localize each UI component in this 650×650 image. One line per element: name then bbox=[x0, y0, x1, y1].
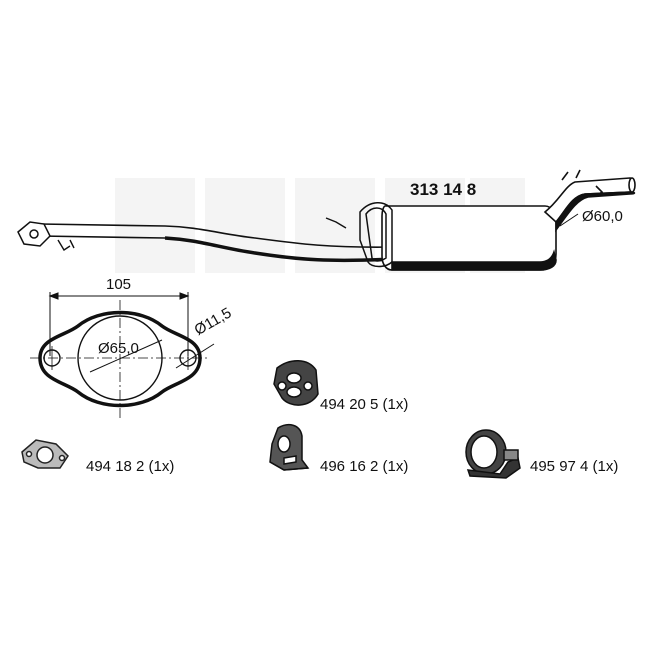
accessory-label-gasket: 494 18 2 (1x) bbox=[86, 458, 175, 475]
gasket-icon bbox=[21, 439, 69, 469]
pipe-diameter-label: Ø60,0 bbox=[582, 208, 623, 225]
main-part-number: 313 14 8 bbox=[410, 180, 477, 199]
accessory-label-rubber-hanger: 494 20 5 (1x) bbox=[320, 396, 409, 413]
front-flange bbox=[17, 221, 51, 247]
rubber-hanger-icon bbox=[273, 360, 319, 406]
pipe-clamp-icon bbox=[465, 429, 521, 479]
accessory-label-pipe-clamp: 495 97 4 (1x) bbox=[530, 458, 619, 475]
flange-width-label: 105 bbox=[106, 276, 132, 293]
flange-bore-label: Ø65,0 bbox=[98, 340, 139, 357]
rubber-mount-icon bbox=[269, 423, 310, 471]
muffler bbox=[381, 205, 557, 271]
pipe-diameter-leader bbox=[559, 213, 579, 227]
accessory-label-rubber-mount: 496 16 2 (1x) bbox=[320, 458, 409, 475]
muffler-hanger bbox=[359, 202, 393, 268]
tail-pipe bbox=[543, 169, 636, 233]
pipe-hooks bbox=[57, 217, 347, 251]
exhaust-pipe bbox=[39, 223, 396, 263]
flange-drawing bbox=[30, 292, 215, 418]
